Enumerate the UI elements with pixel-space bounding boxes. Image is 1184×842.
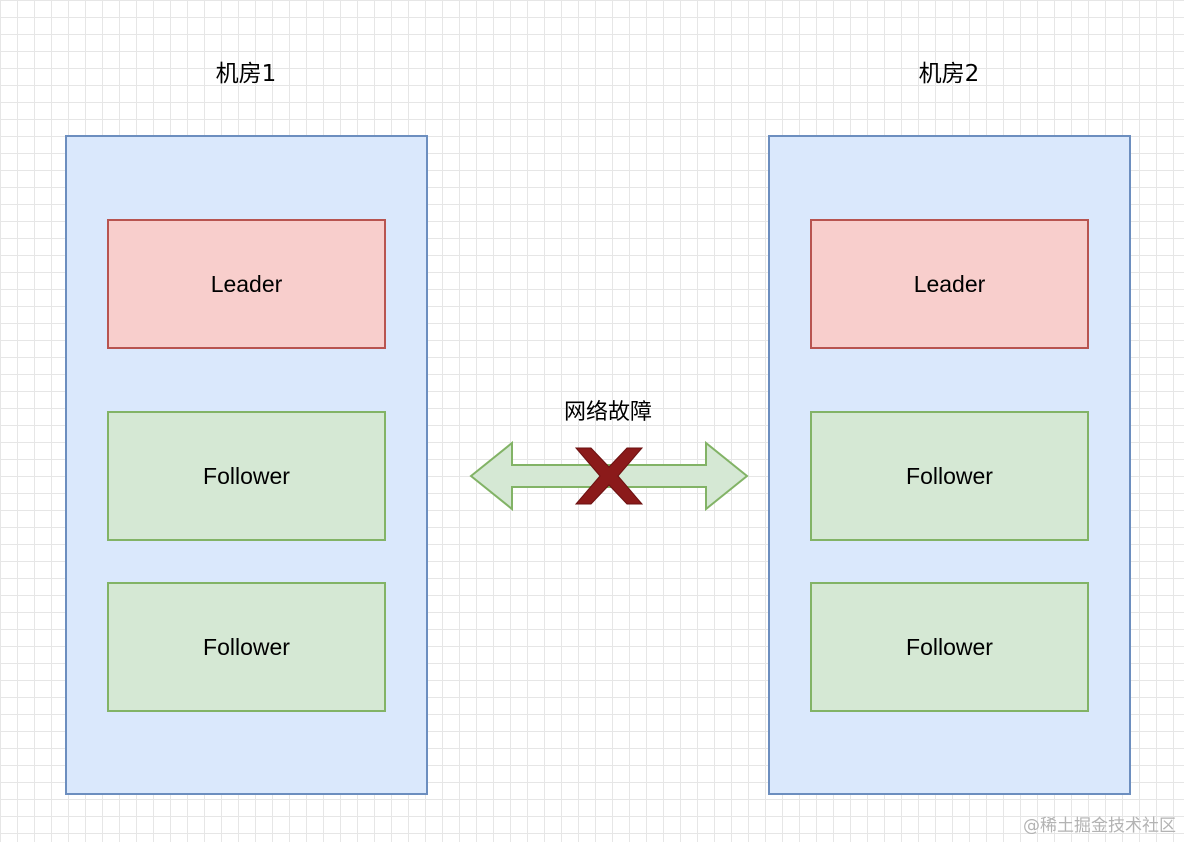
room-1-leader-node[interactable]: Leader [107,219,386,349]
room-2-title: 机房2 [918,61,980,87]
room-1-follower-node-2[interactable]: Follower [107,582,386,712]
room-1-title: 机房1 [215,61,277,87]
room-2-follower-node-2[interactable]: Follower [810,582,1089,712]
room-1-follower-node-1[interactable]: Follower [107,411,386,541]
room-2-follower-node-1[interactable]: Follower [810,411,1089,541]
bidirectional-arrow-icon[interactable] [466,438,752,514]
network-failure-label: 网络故障 [563,400,652,425]
watermark: @稀土掘金技术社区 [1023,816,1176,836]
x-mark-icon [574,447,644,505]
room-2-leader-node[interactable]: Leader [810,219,1089,349]
